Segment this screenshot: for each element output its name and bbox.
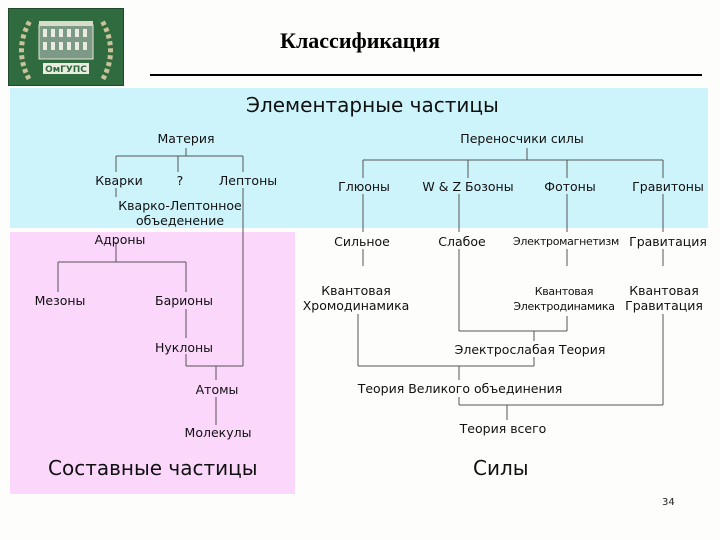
node-weak-force: Слабое [438,234,486,249]
university-logo: ОмГУПС [8,8,124,86]
forces-heading: Силы [473,456,529,480]
node-electroweak-theory: Электрослабая Теория [454,342,606,357]
node-baryons: Барионы [155,293,213,308]
node-atoms: Атомы [195,382,239,397]
node-quarks: Кварки [95,173,143,188]
slide-title: Классификация [280,28,440,53]
node-nucleons: Нуклоны [154,340,214,355]
node-force-carriers: Переносчики силы [460,131,584,146]
node-hadrons: Адроны [94,232,146,247]
node-gravitation: Гравитация [629,234,707,249]
node-photons: Фотоны [544,179,596,194]
node-theory-of-everything: Теория всего [459,421,547,436]
node-gluons: Глюоны [338,179,390,194]
node-strong-force: Сильное [334,234,390,249]
elementary-particles-heading: Элементарные частицы [246,93,499,117]
node-mesons: Мезоны [34,293,86,308]
node-grand-unified-theory: Теория Великого объединения [357,381,563,396]
composite-particles-heading: Составные частицы [48,456,258,480]
node-molecules: Молекулы [184,425,252,440]
node-matter: Материя [157,131,215,146]
node-quark-lepton-unification: Кварко-Лептонное объеденение [118,198,242,228]
page-number: 34 [662,497,675,508]
node-unknown: ? [176,173,184,188]
node-gravitons: Гравитоны [632,179,704,194]
node-leptons: Лептоны [218,173,278,188]
title-underline [150,74,702,76]
elementary-particles-panel [10,88,708,228]
node-quantum-gravity: Квантовая Гравитация [625,283,703,313]
node-quantum-chromodynamics: Квантовая Хромодинамика [302,283,410,313]
svg-text:ОмГУПС: ОмГУПС [45,65,87,75]
node-electromagnetism: Электромагнетизм [513,235,619,248]
node-wz-bosons: W & Z Бозоны [422,179,514,194]
node-quantum-electrodynamics: Квантовая Электродинамика [513,285,615,313]
